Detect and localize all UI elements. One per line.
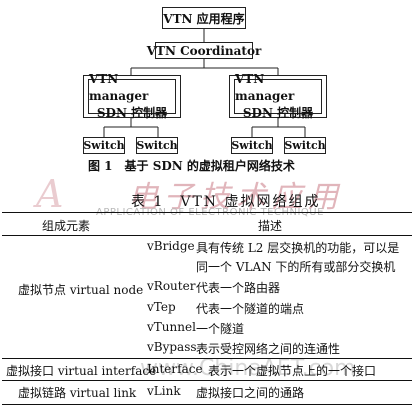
table-group-name: 虚拟接口 virtual interface [6, 364, 157, 378]
vtn-manager-label-left: VTN manager [89, 72, 149, 103]
table-row-rule [2, 358, 412, 359]
table-term: vRouter [147, 279, 196, 293]
table-desc: 同一个 VLAN 下的所有或部分交换机 [196, 260, 396, 274]
table-header-desc: 描述 [258, 219, 283, 233]
table-caption: 表 1 VTN 虚拟网络组成 [131, 194, 321, 210]
table-term: vBridge [147, 239, 195, 253]
vtn-manager-label-right: VTN manager [235, 72, 295, 103]
table-top-rule [2, 212, 412, 213]
switch-box-1: Switch [83, 137, 125, 154]
vtn-app-box: VTN 应用程序 [162, 7, 246, 29]
table-group-name: 虚拟链路 virtual link [18, 386, 137, 400]
vtn-app-label: VTN 应用程序 [163, 11, 245, 26]
watermark-a-logo: A [36, 172, 64, 216]
sdn-controller-label-right: SDN 控制器 [242, 106, 314, 120]
sdn-controller-right-inner: VTN manager SDN 控制器 [234, 72, 322, 120]
vtn-coordinator-label: VTN Coordinator [146, 43, 262, 58]
table-header-element: 组成元素 [42, 219, 91, 233]
table-term: Interface [147, 362, 203, 376]
table-group-name: 虚拟节点 virtual node [18, 283, 144, 297]
table-header-rule [2, 235, 412, 236]
table-desc: 代表一个隧道的端点 [196, 302, 305, 316]
switch-label: Switch [284, 139, 326, 152]
table-desc: 表示受控网络之间的连通性 [196, 342, 341, 356]
table-bottom-rule [2, 404, 412, 405]
table-desc: 一个隧道 [196, 322, 245, 336]
table-desc: 代表一个路由器 [196, 281, 281, 295]
switch-box-3: Switch [231, 137, 273, 154]
switch-box-2: Switch [136, 137, 178, 154]
watermark-brand-cn: 电子技术应用 [128, 180, 344, 215]
table-desc: 表示一个虚拟节点上的一个接口 [208, 364, 377, 378]
sdn-controller-left: VTN manager SDN 控制器 [83, 72, 181, 120]
table-term: vTunnel [147, 320, 196, 334]
switch-label: Switch [83, 139, 125, 152]
switch-label: Switch [231, 139, 273, 152]
vtn-coordinator-box: VTN Coordinator [147, 42, 261, 59]
table-desc: 具有传统 L2 层交换机的功能，可以是 [196, 241, 400, 255]
sdn-controller-label-left: SDN 控制器 [96, 106, 168, 120]
sdn-controller-right: VTN manager SDN 控制器 [229, 72, 327, 120]
switch-label: Switch [136, 139, 178, 152]
table-row-rule [2, 380, 412, 381]
table-term: vBypass [147, 340, 197, 354]
switch-box-4: Switch [284, 137, 326, 154]
table-term: vTep [147, 300, 176, 314]
figure-caption: 图 1 基于 SDN 的虚拟租户网络技术 [88, 159, 295, 173]
table-term: vLink [147, 384, 181, 398]
watermark-url: www.ChinaAET.com [140, 356, 356, 381]
table-desc: 虚拟接口之间的通路 [196, 386, 305, 400]
sdn-controller-left-inner: VTN manager SDN 控制器 [88, 72, 176, 120]
